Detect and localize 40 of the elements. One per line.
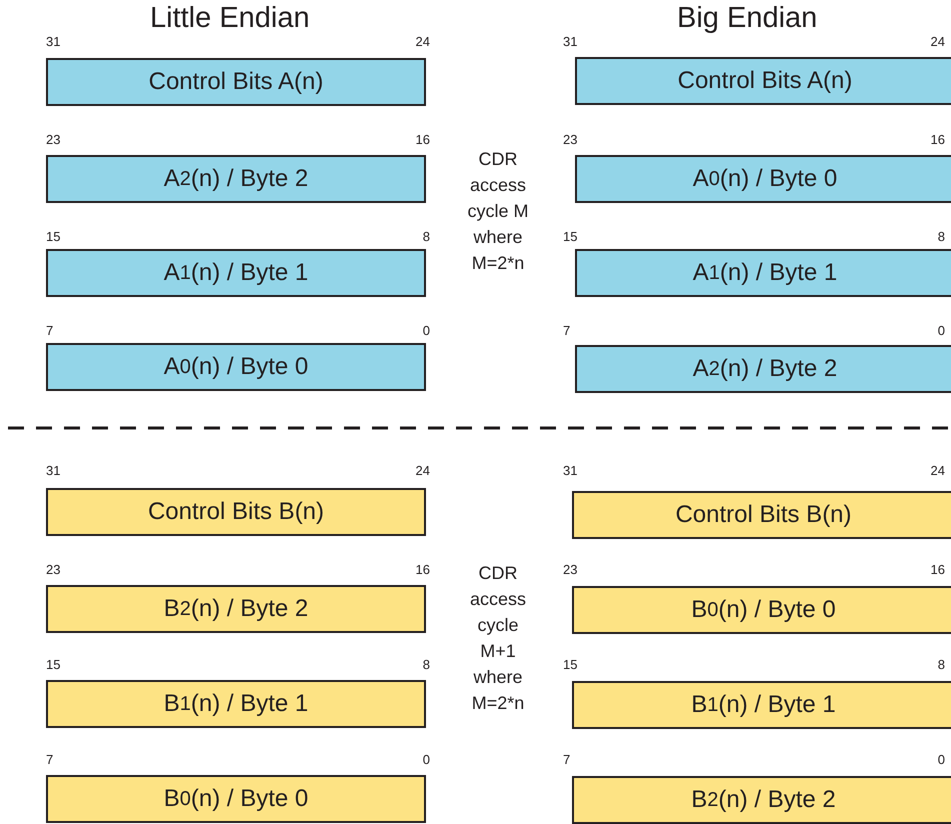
bit-number: 16 xyxy=(416,132,430,147)
bit-number: 8 xyxy=(422,229,430,244)
cycle-note: CDR access cycle M where M=2*n xyxy=(466,148,530,275)
bit-number: 24 xyxy=(930,34,945,49)
bit-number: 0 xyxy=(422,752,430,767)
bit-number: 24 xyxy=(416,463,430,478)
bit-number: 15 xyxy=(46,657,60,672)
bit-number: 23 xyxy=(46,562,60,577)
bit-number: 31 xyxy=(46,463,60,478)
register-field: Control Bits A(n) xyxy=(46,58,426,106)
register-field: Control Bits B(n) xyxy=(46,488,426,536)
bit-number: 23 xyxy=(46,132,60,147)
bit-number: 0 xyxy=(938,323,945,338)
bit-number: 15 xyxy=(46,229,60,244)
bit-number: 31 xyxy=(563,34,578,49)
bit-number: 0 xyxy=(938,752,945,767)
bit-number: 8 xyxy=(938,229,945,244)
bit-number: 15 xyxy=(563,657,578,672)
bit-number: 0 xyxy=(422,323,430,338)
bit-number: 7 xyxy=(563,323,570,338)
bit-number: 7 xyxy=(46,323,54,338)
bit-number: 23 xyxy=(563,132,578,147)
bit-number: 24 xyxy=(416,34,430,49)
bit-number: 8 xyxy=(422,657,430,672)
column-heading: Little Endian xyxy=(150,2,310,35)
bit-number: 24 xyxy=(930,463,945,478)
bit-number: 7 xyxy=(46,752,54,767)
bit-number: 7 xyxy=(563,752,570,767)
bit-number: 31 xyxy=(563,463,578,478)
bit-number: 23 xyxy=(563,562,578,577)
bit-number: 16 xyxy=(930,132,945,147)
bit-number: 16 xyxy=(930,562,945,577)
column-heading: Big Endian xyxy=(677,2,818,35)
register-field: Control Bits B(n) xyxy=(572,491,951,539)
bit-number: 16 xyxy=(416,562,430,577)
register-field: Control Bits A(n) xyxy=(575,57,951,105)
bit-number: 15 xyxy=(563,229,578,244)
bit-number: 8 xyxy=(938,657,945,672)
bit-number: 31 xyxy=(46,34,60,49)
cycle-note: CDR access cycle M+1 where M=2*n xyxy=(468,562,528,715)
